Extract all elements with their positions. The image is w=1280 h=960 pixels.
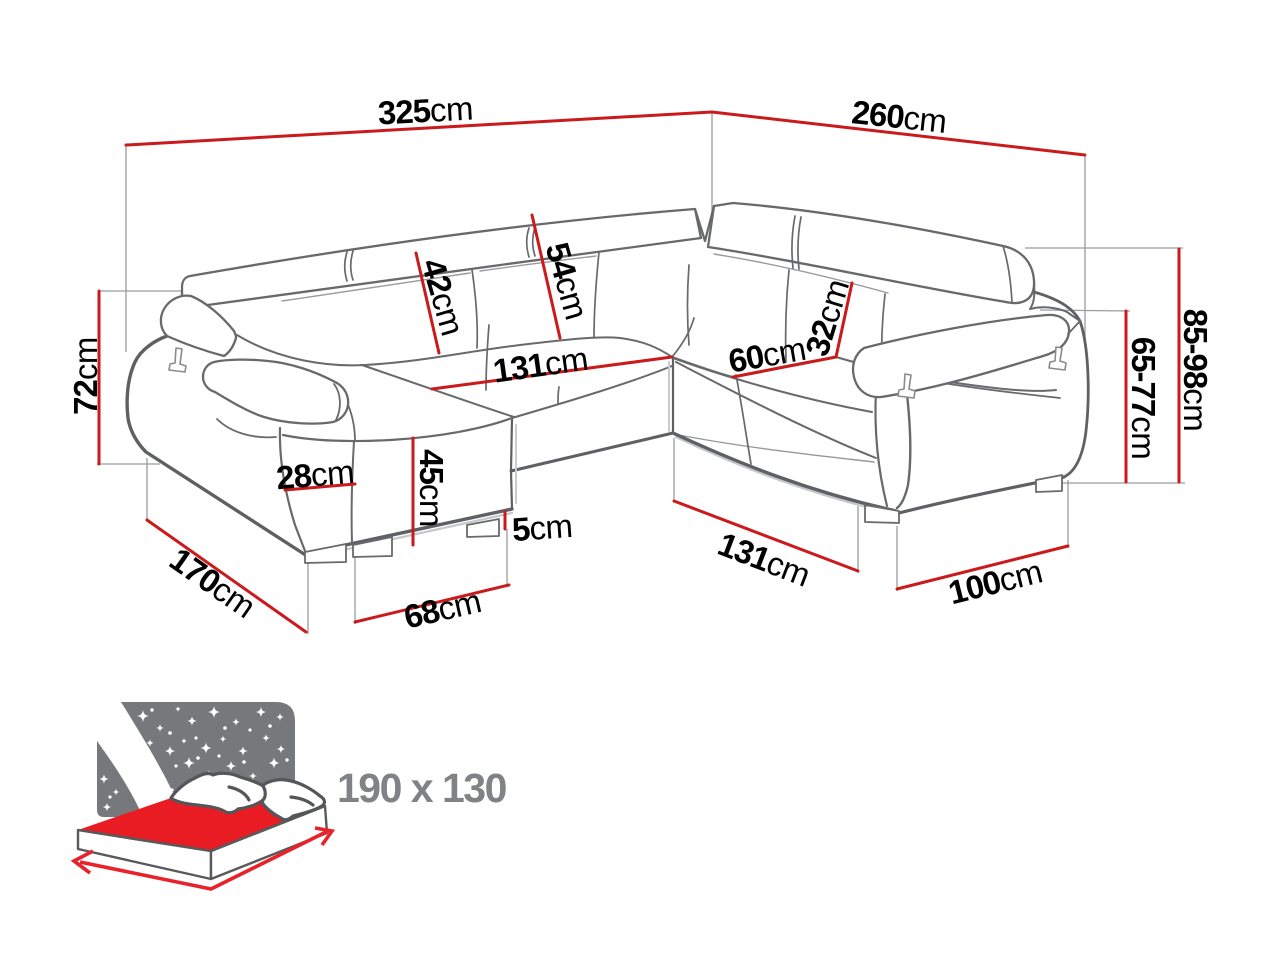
svg-text:85-98cm: 85-98cm — [1177, 309, 1214, 431]
svg-text:5cm: 5cm — [511, 507, 574, 548]
svg-text:190 x 130: 190 x 130 — [337, 765, 507, 811]
svg-text:260cm: 260cm — [850, 93, 948, 140]
svg-text:65-77cm: 65-77cm — [1125, 337, 1162, 459]
svg-text:45cm: 45cm — [413, 449, 450, 527]
svg-text:170cm: 170cm — [163, 540, 262, 625]
svg-text:68cm: 68cm — [400, 582, 484, 636]
svg-text:325cm: 325cm — [377, 90, 474, 132]
svg-text:131cm: 131cm — [491, 340, 590, 390]
svg-text:72cm: 72cm — [67, 337, 104, 415]
svg-text:60cm: 60cm — [726, 330, 809, 380]
svg-text:100cm: 100cm — [945, 552, 1046, 611]
svg-text:28cm: 28cm — [275, 453, 356, 497]
